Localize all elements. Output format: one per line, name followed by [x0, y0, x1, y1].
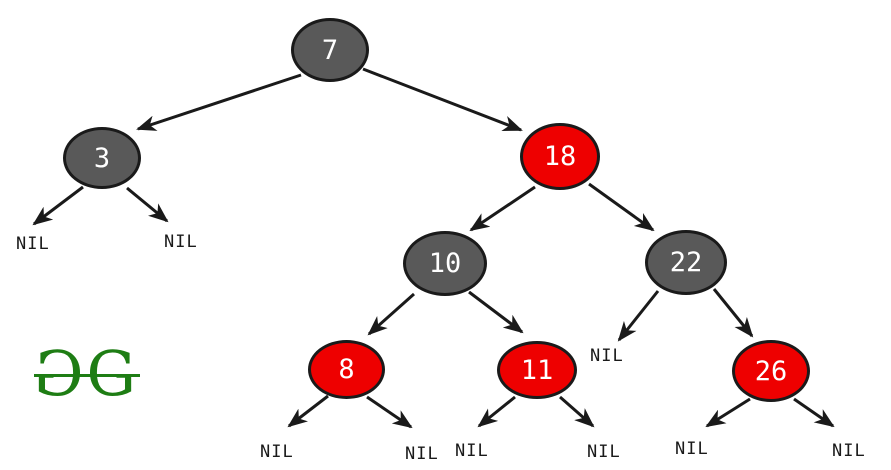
edge-18-22	[588, 182, 655, 232]
edge-8-nil-right	[366, 395, 413, 429]
tree-node-22: 22	[645, 230, 727, 295]
edge-3-nil-right	[126, 186, 169, 223]
nil-leaf-3-left: NIL	[16, 234, 50, 254]
node-value-26: 26	[754, 355, 788, 387]
tree-node-26: 26	[732, 340, 810, 402]
logo-letters: G G	[34, 337, 140, 410]
nil-leaf-3-right: NIL	[164, 232, 198, 252]
edge-11-nil-left	[477, 395, 516, 428]
edge-10-11	[468, 290, 524, 334]
nil-leaf-11-right: NIL	[587, 442, 621, 462]
node-value-10: 10	[428, 248, 462, 279]
edge-3-nil-left	[32, 185, 84, 226]
node-value-22: 22	[669, 247, 703, 278]
edge-11-nil-right	[559, 395, 595, 428]
edge-26-nil-right	[793, 397, 835, 428]
edge-8-nil-left	[287, 394, 329, 428]
edge-22-26	[712, 288, 754, 338]
nil-leaf-22-left: NIL	[590, 346, 624, 366]
edge-7-18	[362, 67, 523, 132]
tree-node-7: 7	[291, 18, 369, 82]
geeksforgeeks-logo: G G	[34, 337, 140, 410]
nil-leaf-8-right: NIL	[405, 444, 439, 464]
tree-node-3: 3	[63, 127, 141, 189]
edge-7-3	[136, 73, 302, 131]
edge-18-10	[469, 185, 536, 232]
nil-leaf-26-right: NIL	[832, 441, 866, 461]
edge-26-nil-left	[705, 397, 751, 428]
nil-leaf-8-left: NIL	[260, 442, 294, 462]
tree-node-11: 11	[497, 341, 577, 399]
node-value-11: 11	[520, 354, 554, 386]
nil-leaf-26-left: NIL	[675, 439, 709, 459]
tree-node-18: 18	[520, 123, 600, 190]
nil-leaf-11-left: NIL	[455, 441, 489, 461]
node-value-7: 7	[321, 34, 339, 66]
edge-10-8	[367, 292, 415, 336]
node-value-18: 18	[543, 141, 577, 172]
tree-node-8: 8	[308, 340, 385, 399]
node-value-3: 3	[93, 142, 111, 174]
logo-crossbar	[34, 374, 140, 377]
tree-node-10: 10	[403, 231, 487, 296]
node-value-8: 8	[338, 354, 355, 385]
edge-22-nil-left	[617, 290, 660, 342]
logo-letter-g: G	[86, 337, 137, 410]
